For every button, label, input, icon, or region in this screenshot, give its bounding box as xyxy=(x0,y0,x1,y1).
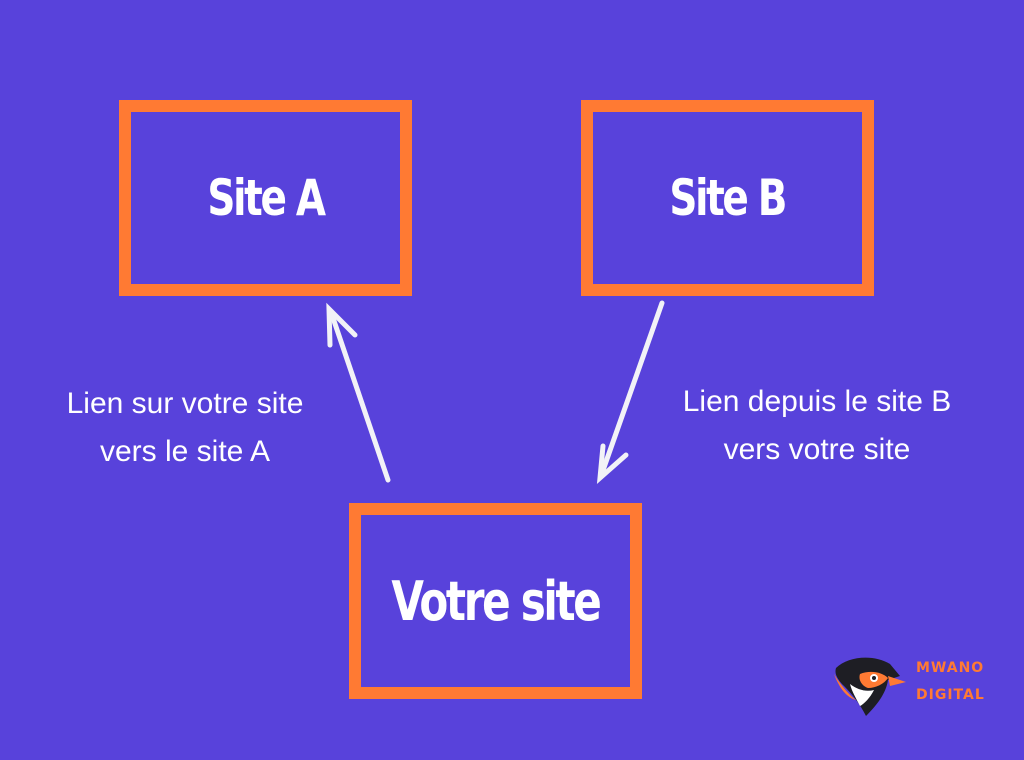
edge-label-to-site-a: Lien sur votre site vers le site A xyxy=(20,380,350,476)
bird-icon xyxy=(834,657,906,716)
brand-logo: MWANO DIGITAL xyxy=(830,654,1000,718)
logo-text-line2: DIGITAL xyxy=(916,687,985,703)
edge-label-to-site-a-line2: vers le site A xyxy=(99,435,271,468)
edge-label-from-site-b-line2: vers votre site xyxy=(723,433,911,466)
node-site-a-label: Site A xyxy=(207,169,326,227)
edge-label-from-site-b: Lien depuis le site B vers votre site xyxy=(640,378,994,474)
edge-label-from-site-b-line1: Lien depuis le site B xyxy=(682,385,952,418)
edge-arrow-to-site-a xyxy=(326,302,391,483)
edge-label-to-site-a-line1: Lien sur votre site xyxy=(66,387,304,420)
logo-text-line1: MWANO xyxy=(916,660,985,676)
node-site-b-label: Site B xyxy=(669,169,788,227)
node-votre-site: Votre site xyxy=(349,503,642,699)
edge-arrow-from-site-b xyxy=(596,300,665,485)
node-site-a: Site A xyxy=(119,100,412,296)
node-votre-site-label: Votre site xyxy=(391,569,602,633)
node-site-b: Site B xyxy=(581,100,874,296)
